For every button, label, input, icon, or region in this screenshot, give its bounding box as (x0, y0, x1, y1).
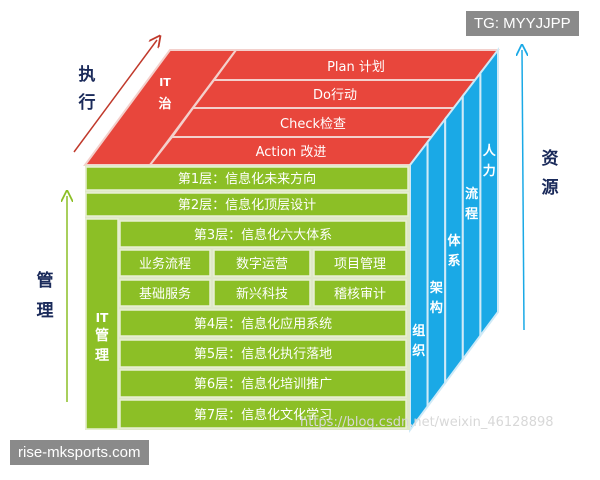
top-side-label: IT (159, 76, 171, 89)
grid-label: 新兴科技 (236, 286, 288, 302)
layer-2 (85, 192, 409, 217)
grid-cell (119, 249, 211, 277)
grid-label: 基础服务 (139, 286, 191, 302)
manage-label: 管 (37, 270, 54, 291)
it-management-label: IT (96, 311, 109, 325)
side-strip-label: 组 (412, 323, 425, 339)
it-management-label: 理 (95, 348, 109, 364)
it-management-column (85, 218, 119, 430)
side-strip-label: 人 (483, 143, 497, 159)
side-strip (479, 47, 499, 339)
side-strip-label: 架 (429, 280, 443, 296)
grid-label: 业务流程 (139, 256, 191, 272)
execute-label: 行 (78, 92, 96, 113)
it-management-label: 管 (95, 327, 109, 344)
grid-label: 稽核审计 (334, 287, 386, 302)
layer-1 (85, 166, 409, 191)
top-side-label: 治 (158, 96, 171, 112)
layer-3 (119, 220, 407, 248)
grid-cell (213, 279, 311, 307)
layer-5-label: 第5层：信息化执行落地 (194, 346, 332, 362)
execute-label: 执 (79, 64, 96, 85)
side-strip-label: 织 (412, 343, 425, 359)
layer-2-label: 第2层：信息化顶层设计 (178, 197, 316, 213)
layer-4-label: 第4层：信息化应用系统 (194, 316, 332, 332)
layer-4 (119, 309, 407, 337)
grid-cell (313, 249, 407, 277)
grid-label: 数字运营 (236, 257, 288, 272)
grid-cell (119, 279, 211, 307)
side-strip (426, 116, 447, 410)
side-strip-label: 流 (465, 186, 478, 202)
site-watermark: rise-mksports.com (10, 440, 149, 465)
execute-arrow (73, 40, 157, 153)
resource-arrow (522, 50, 524, 331)
plan-label: Plan 计划 (327, 60, 385, 75)
grid-label: 项目管理 (334, 257, 386, 272)
resource-label: 源 (542, 177, 559, 198)
action-label: Action 改进 (256, 145, 327, 160)
layer-6-label: 第6层：信息化培训推广 (194, 376, 332, 392)
side-strip-label: 力 (483, 163, 496, 179)
tg-watermark: TG: MYYJJPP (466, 11, 579, 36)
side-strip (409, 139, 429, 434)
csdn-watermark: https://blog.csdn.net/weixin_46128898 (300, 415, 554, 430)
side-strip-label: 构 (430, 300, 443, 316)
layer-6 (119, 369, 407, 398)
side-strip-label: 程 (465, 207, 478, 222)
resource-label: 资 (542, 148, 559, 169)
grid-cell (213, 249, 311, 277)
layer-5 (119, 339, 407, 368)
do-label: Do行动 (313, 88, 357, 103)
layer-3-label: 第3层：信息化六大体系 (194, 227, 332, 243)
side-strip-label: 系 (447, 253, 460, 269)
grid-cell (313, 279, 407, 307)
layer-7-label: 第7层：信息化文化学习 (194, 407, 332, 423)
layer-1-label: 第1层：信息化未来方向 (178, 171, 316, 187)
manage-label: 理 (37, 301, 54, 321)
check-label: Check检查 (280, 117, 346, 132)
layer-7 (119, 399, 407, 429)
side-strip-label: 体 (447, 233, 461, 249)
